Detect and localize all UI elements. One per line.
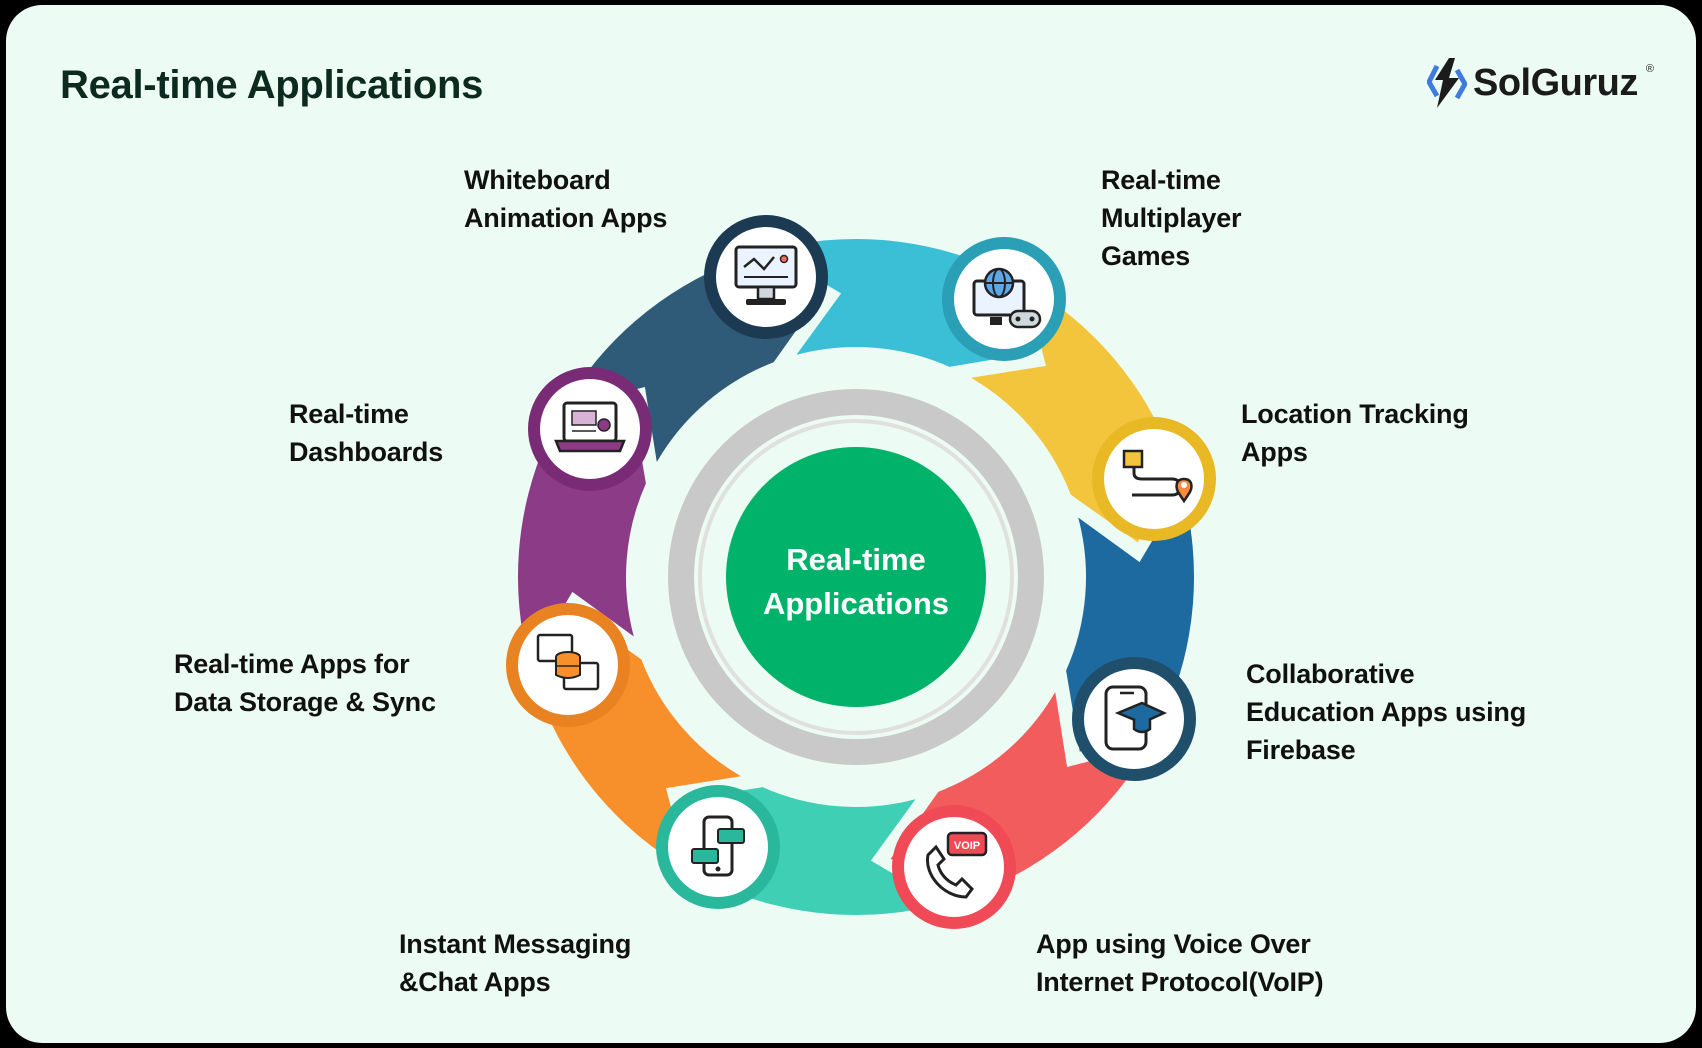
icon-circle-education xyxy=(1072,657,1196,781)
center-circle xyxy=(726,447,986,707)
laptop-dashboard-icon xyxy=(554,401,626,453)
svg-text:VOIP: VOIP xyxy=(954,840,980,852)
label-realtime-dashboards: Real-time Dashboards xyxy=(289,399,444,467)
icon-circle-whiteboard xyxy=(704,215,828,339)
icon-circle-messaging xyxy=(656,785,780,909)
label-data-storage-sync-apps: Real-time Apps for Data Storage & Sync xyxy=(174,649,436,717)
label-collaborative-education-apps: Collaborative Education Apps using Fireb… xyxy=(1246,659,1527,765)
inner-light-ring xyxy=(698,419,1014,735)
cycle-diagram: Real-time Applications xyxy=(506,215,1216,929)
label-multiplayer-games: Real-time Multiplayer Games xyxy=(1101,165,1242,271)
whiteboard-monitor-icon xyxy=(734,245,798,305)
center-title-line2: Applications xyxy=(763,586,949,621)
label-voip-apps: App using Voice Over Internet Protocol(V… xyxy=(1036,929,1324,997)
logo-text: SolGuruz xyxy=(1473,61,1638,104)
tablet-graduation-cap-icon xyxy=(1104,685,1168,751)
globe-gamepad-icon xyxy=(972,267,1042,329)
brand-logo: SolGuruz ® xyxy=(1427,55,1654,111)
infographic-card: Real-time Applications SolGuruz ® Real-t… xyxy=(6,5,1696,1043)
label-whiteboard-animation-apps: Whiteboard Animation Apps xyxy=(464,165,668,233)
voip-phone-icon: VOIP xyxy=(926,831,988,899)
icon-circle-data-storage xyxy=(506,603,630,727)
center-title-line1: Real-time xyxy=(786,542,926,577)
registered-mark: ® xyxy=(1645,63,1654,75)
icon-circle-location xyxy=(1092,417,1216,541)
label-instant-messaging-apps: Instant Messaging &Chat Apps xyxy=(399,929,632,997)
icon-circle-multiplayer xyxy=(942,237,1066,361)
icon-circle-dashboards xyxy=(528,367,652,491)
phone-chat-icon xyxy=(691,815,745,877)
solguruz-logo-icon xyxy=(1427,58,1467,108)
icon-circle-voip: VOIP xyxy=(892,805,1016,929)
page-title: Real-time Applications xyxy=(60,63,484,107)
route-pin-icon xyxy=(1122,449,1193,504)
label-location-tracking-apps: Location Tracking Apps xyxy=(1241,399,1469,467)
database-sync-icon xyxy=(536,633,600,691)
